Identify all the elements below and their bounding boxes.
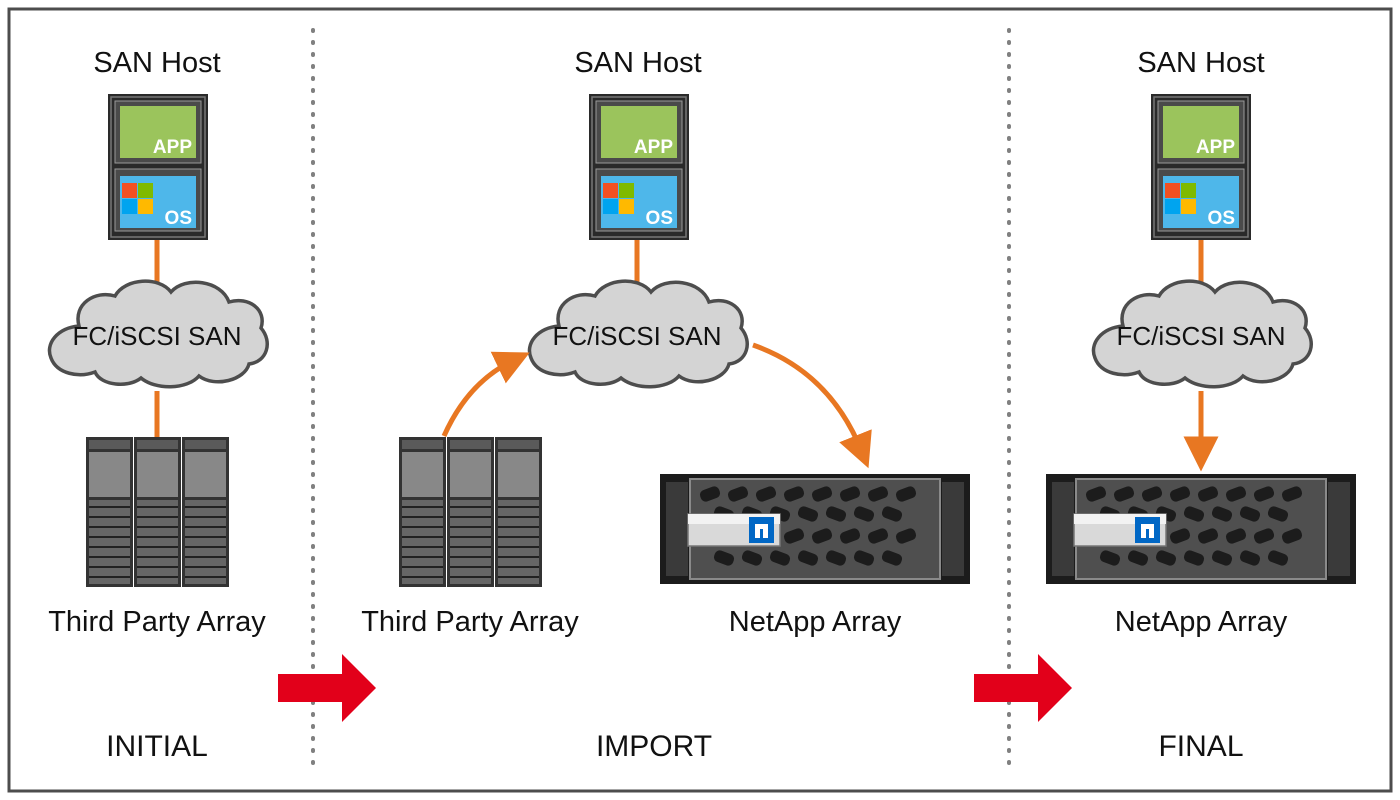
os-badge: OS xyxy=(646,208,673,229)
stage-arrow-icon xyxy=(974,654,1072,722)
stage-label-initial: INITIAL xyxy=(106,730,208,763)
host-label: SAN Host xyxy=(93,47,220,79)
os-logo-icon xyxy=(603,183,634,214)
netapp-array-label: NetApp Array xyxy=(729,606,902,638)
panel-final: SAN Host APP OS FC/iSCSI SAN xyxy=(1046,47,1356,763)
host-label: SAN Host xyxy=(574,47,701,79)
third-party-array-label: Third Party Array xyxy=(361,606,579,638)
os-logo-icon xyxy=(1165,183,1196,214)
network-to-netapp-arrow xyxy=(752,342,872,469)
host-label: SAN Host xyxy=(1137,47,1264,79)
os-badge: OS xyxy=(165,208,192,229)
disk-array-icon xyxy=(399,437,542,587)
third-party-array-label: Third Party Array xyxy=(48,606,266,638)
app-badge: APP xyxy=(634,137,673,158)
netapp-array-icon xyxy=(1046,474,1356,584)
network-label: FC/iSCSI SAN xyxy=(552,321,721,351)
panel-initial: SAN Host APP OS FC/iSCSI SAN xyxy=(47,47,269,763)
cloud-icon: FC/iSCSI SAN xyxy=(1091,279,1313,389)
os-logo-icon xyxy=(122,183,153,214)
cloud-icon: FC/iSCSI SAN xyxy=(47,279,269,389)
server-host-icon: APP OS xyxy=(1151,94,1251,240)
network-label: FC/iSCSI SAN xyxy=(1116,321,1285,351)
disk-array-icon xyxy=(86,437,229,587)
netapp-logo-icon xyxy=(749,517,774,543)
panel-import: SAN Host APP OS FC/iSCSI SAN xyxy=(361,47,970,763)
stage-arrow-icon xyxy=(278,654,376,722)
server-host-icon: APP OS xyxy=(589,94,689,240)
stage-label-final: FINAL xyxy=(1158,730,1243,763)
network-label: FC/iSCSI SAN xyxy=(72,321,241,351)
netapp-array-label: NetApp Array xyxy=(1115,606,1288,638)
server-host-icon: APP OS xyxy=(108,94,208,240)
array-to-network-arrow xyxy=(441,351,530,438)
netapp-logo-icon xyxy=(1135,517,1160,543)
netapp-array-icon xyxy=(660,474,970,584)
app-badge: APP xyxy=(153,137,192,158)
stage-label-import: IMPORT xyxy=(596,730,712,763)
app-badge: APP xyxy=(1196,137,1235,158)
cloud-icon: FC/iSCSI SAN xyxy=(527,279,749,389)
os-badge: OS xyxy=(1208,208,1235,229)
